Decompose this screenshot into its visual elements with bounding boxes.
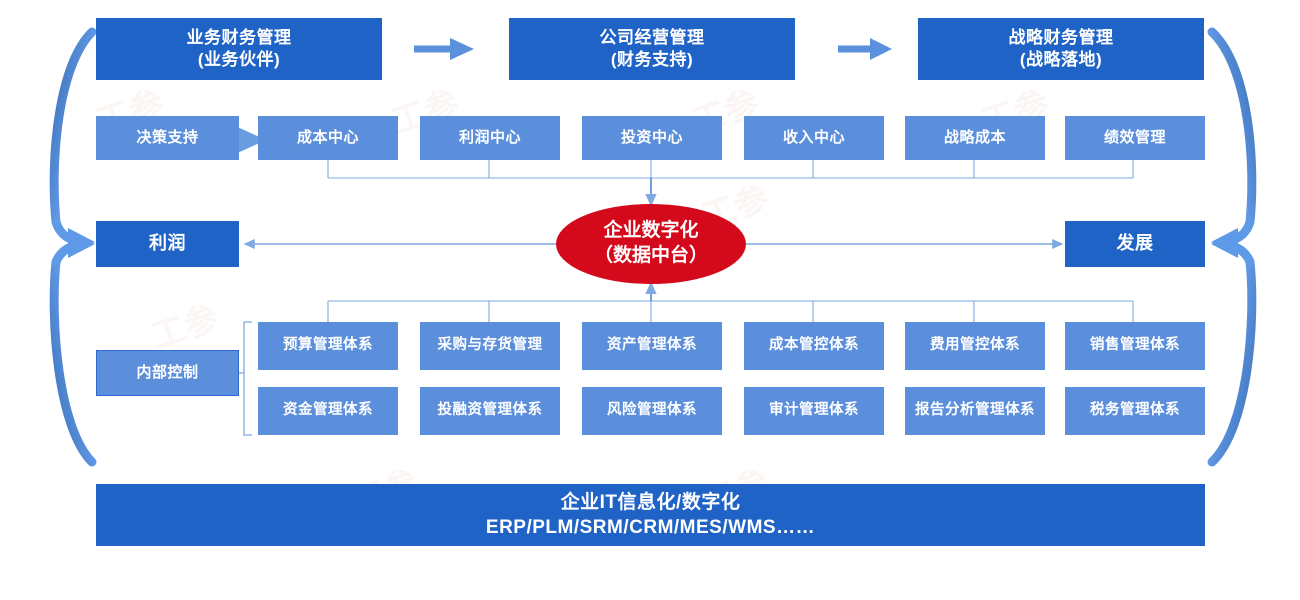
right-brace-bottom-arrow	[1207, 232, 1257, 467]
flow-box-business-finance[interactable]: 业务财务管理 (业务伙伴)	[96, 18, 382, 80]
hub-enterprise-digitalization[interactable]: 企业数字化 （数据中台）	[556, 204, 746, 284]
right-brace-top-arrow	[1207, 27, 1257, 254]
internal-control-box[interactable]: 内部控制	[96, 350, 239, 396]
system-box-cost-control[interactable]: 成本管控体系	[744, 322, 884, 370]
internal-control-bracket	[238, 321, 252, 436]
centers-to-hub-bus	[327, 159, 1134, 179]
systems-to-hub-bus	[327, 300, 1134, 322]
flow-box-company-operations[interactable]: 公司经营管理 (财务支持)	[509, 18, 795, 80]
flow-box-strategic-finance[interactable]: 战略财务管理 (战略落地)	[918, 18, 1204, 80]
system-box-tax[interactable]: 税务管理体系	[1065, 387, 1205, 435]
center-box-investment[interactable]: 投资中心	[582, 116, 722, 160]
system-box-expense-control[interactable]: 费用管控体系	[905, 322, 1045, 370]
center-box-strategic-cost[interactable]: 战略成本	[905, 116, 1045, 160]
system-box-funds[interactable]: 资金管理体系	[258, 387, 398, 435]
outcome-box-growth[interactable]: 发展	[1065, 221, 1205, 267]
system-box-investment-financing[interactable]: 投融资管理体系	[420, 387, 560, 435]
flow-arrow-1	[414, 38, 474, 60]
center-box-profit[interactable]: 利润中心	[420, 116, 560, 160]
center-box-decision-support[interactable]: 决策支持	[96, 116, 239, 160]
system-box-risk[interactable]: 风险管理体系	[582, 387, 722, 435]
left-brace-bottom-arrow	[49, 232, 97, 467]
system-box-report-analysis[interactable]: 报告分析管理体系	[905, 387, 1045, 435]
center-box-performance[interactable]: 绩效管理	[1065, 116, 1205, 160]
outcome-box-profit[interactable]: 利润	[96, 221, 239, 267]
system-box-audit[interactable]: 审计管理体系	[744, 387, 884, 435]
watermark: 工参	[146, 299, 224, 357]
flow-arrow-2	[838, 38, 892, 60]
system-box-budget[interactable]: 预算管理体系	[258, 322, 398, 370]
left-brace-top-arrow	[49, 27, 97, 254]
system-box-procurement-inventory[interactable]: 采购与存货管理	[420, 322, 560, 370]
center-box-revenue[interactable]: 收入中心	[744, 116, 884, 160]
system-box-asset[interactable]: 资产管理体系	[582, 322, 722, 370]
it-systems-banner[interactable]: 企业IT信息化/数字化 ERP/PLM/SRM/CRM/MES/WMS……	[96, 484, 1205, 546]
system-box-sales[interactable]: 销售管理体系	[1065, 322, 1205, 370]
center-box-cost[interactable]: 成本中心	[258, 116, 398, 160]
